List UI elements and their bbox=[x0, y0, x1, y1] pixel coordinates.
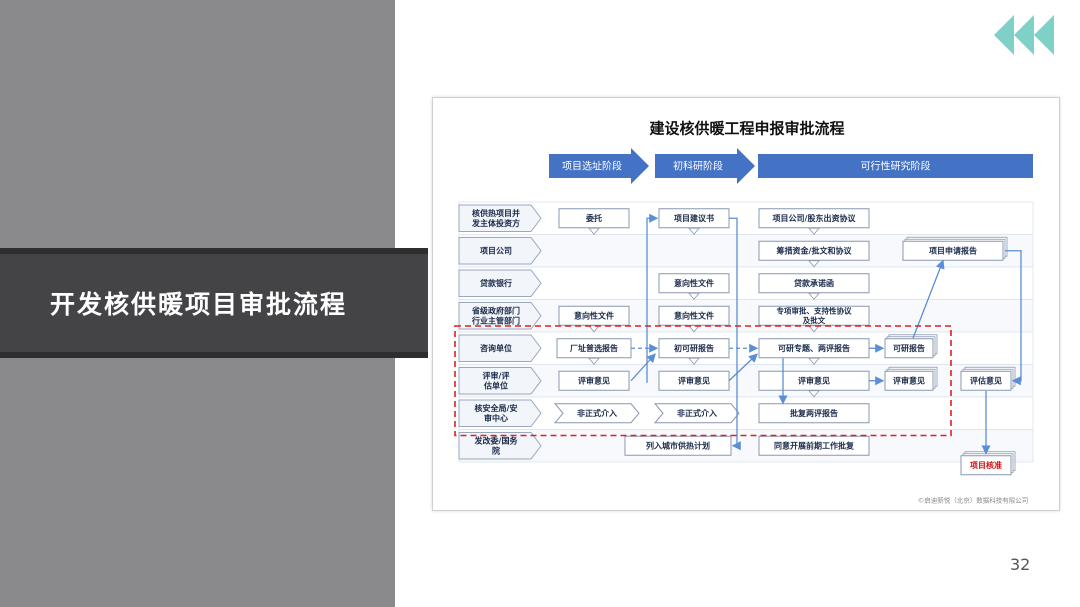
row-label-chevron bbox=[458, 334, 542, 362]
process-box bbox=[658, 273, 730, 294]
flow-line bbox=[729, 217, 741, 451]
row-band bbox=[458, 429, 1034, 463]
process-box-label: 意向性文件 bbox=[674, 311, 714, 321]
row-label: 核安全局/安审中心 bbox=[475, 403, 518, 423]
process-box-label: 可研报告 bbox=[893, 343, 925, 353]
row-label-chevron bbox=[458, 367, 542, 395]
process-box bbox=[758, 240, 870, 261]
row-label: 咨询单位 bbox=[480, 343, 512, 353]
row-label: 项目公司 bbox=[480, 247, 512, 256]
process-box bbox=[884, 338, 934, 359]
process-box-label: 初可研报告 bbox=[674, 343, 714, 353]
phase-label: 初科研阶段 bbox=[673, 160, 723, 173]
down-notch bbox=[808, 292, 820, 300]
flow-line bbox=[728, 353, 758, 382]
process-box-label: 非正式介入 bbox=[677, 408, 717, 418]
down-notch bbox=[808, 325, 820, 333]
chevron-left-icon bbox=[994, 15, 1054, 55]
slide-title-banner: 开发核供暖项目审批流程 bbox=[0, 248, 428, 358]
down-notch bbox=[588, 227, 600, 235]
process-box-label: 厂址普选报告 bbox=[570, 343, 618, 353]
highlight-dashed-region bbox=[454, 325, 952, 437]
phase-arrow bbox=[655, 148, 755, 184]
down-notch bbox=[688, 227, 700, 235]
process-box bbox=[758, 208, 870, 229]
row-label: 核供热项目并发主体投资方 bbox=[471, 208, 520, 228]
process-box-label: 评审意见 bbox=[798, 376, 830, 386]
row-label: 贷款银行 bbox=[480, 278, 512, 288]
process-box-label: 评审意见 bbox=[678, 376, 710, 386]
flow-line bbox=[646, 213, 659, 383]
row-label-chevron bbox=[458, 269, 542, 297]
process-box bbox=[624, 435, 732, 456]
row-band bbox=[458, 299, 1034, 333]
down-notch bbox=[808, 357, 820, 365]
process-box bbox=[960, 370, 1012, 391]
process-box-label: 委托 bbox=[585, 213, 602, 223]
diagram-title: 建设核供暖工程申报审批流程 bbox=[649, 119, 844, 137]
flow-line bbox=[1005, 250, 1022, 386]
process-box-label: 筹措资金/批文和协议 bbox=[777, 246, 853, 256]
row-label-chevron bbox=[458, 432, 542, 460]
process-box-label: 同意开展前期工作批复 bbox=[774, 441, 855, 451]
down-notch bbox=[588, 325, 600, 333]
process-box-label: 评审意见 bbox=[578, 376, 610, 386]
phase-label: 项目选址阶段 bbox=[562, 160, 622, 173]
down-notch bbox=[688, 325, 700, 333]
row-band bbox=[458, 266, 1034, 300]
process-box bbox=[658, 305, 730, 326]
page-number: 32 bbox=[1010, 555, 1031, 574]
row-band bbox=[458, 201, 1034, 235]
process-box bbox=[558, 370, 630, 391]
row-label-chevron bbox=[458, 204, 542, 232]
row-label: 省级政府部门行业主管部门 bbox=[471, 306, 520, 326]
down-notch bbox=[808, 227, 820, 235]
row-label: 评审/评估单位 bbox=[483, 371, 510, 391]
process-arrow-box bbox=[553, 403, 640, 424]
phase-arrow bbox=[758, 154, 1033, 178]
watermark-text: ©启迪新悦（北京）数据科技有限公司 bbox=[918, 495, 1029, 504]
process-box-label: 意向性文件 bbox=[574, 311, 614, 321]
flow-line bbox=[630, 353, 656, 382]
process-box bbox=[758, 403, 870, 424]
slide-title: 开发核供暖项目审批流程 bbox=[50, 290, 348, 319]
process-box-label: 评审意见 bbox=[893, 376, 925, 386]
down-notch bbox=[808, 390, 820, 398]
down-notch bbox=[588, 357, 600, 365]
phase-arrow bbox=[549, 148, 649, 184]
row-label-chevron bbox=[458, 302, 542, 330]
process-box bbox=[960, 455, 1012, 476]
row-label-chevron bbox=[458, 237, 542, 265]
process-box-label: 非正式介入 bbox=[577, 408, 617, 418]
process-box-label: 项目核准 bbox=[970, 460, 1002, 470]
process-box-label: 批复两评报告 bbox=[790, 408, 838, 418]
process-box-label: 项目建议书 bbox=[674, 213, 714, 223]
down-notch bbox=[808, 260, 820, 268]
process-box-label: 意向性文件 bbox=[674, 278, 714, 288]
process-box bbox=[558, 208, 630, 229]
row-band bbox=[458, 396, 1034, 430]
row-label-chevron bbox=[458, 399, 542, 427]
row-label: 发改委/国务院 bbox=[474, 436, 519, 456]
process-box-label: 可研专题、两评报告 bbox=[778, 343, 850, 353]
process-box-label: 项目公司/股东出资协议 bbox=[773, 213, 857, 223]
down-notch bbox=[688, 357, 700, 365]
process-box-label: 项目申请报告 bbox=[929, 246, 977, 256]
process-arrow-box bbox=[653, 403, 740, 424]
process-box bbox=[758, 305, 870, 326]
approval-flow-diagram: 建设核供暖工程申报审批流程项目选址阶段 初科研阶段 可行性研究阶段核供热项目并发主体… bbox=[432, 97, 1060, 511]
process-box-label: 专项审批、支持性协议及批文 bbox=[777, 306, 852, 325]
process-box-label: 评估意见 bbox=[970, 376, 1002, 386]
process-box-label: 列入城市供热计划 bbox=[646, 441, 710, 451]
process-box bbox=[884, 370, 934, 391]
down-notch bbox=[688, 292, 700, 300]
row-band bbox=[458, 364, 1034, 398]
process-box bbox=[758, 273, 870, 294]
process-box-label: 贷款承诺函 bbox=[794, 278, 834, 288]
phase-label: 可行性研究阶段 bbox=[861, 160, 931, 173]
process-box bbox=[558, 305, 630, 326]
process-box bbox=[902, 240, 1004, 261]
